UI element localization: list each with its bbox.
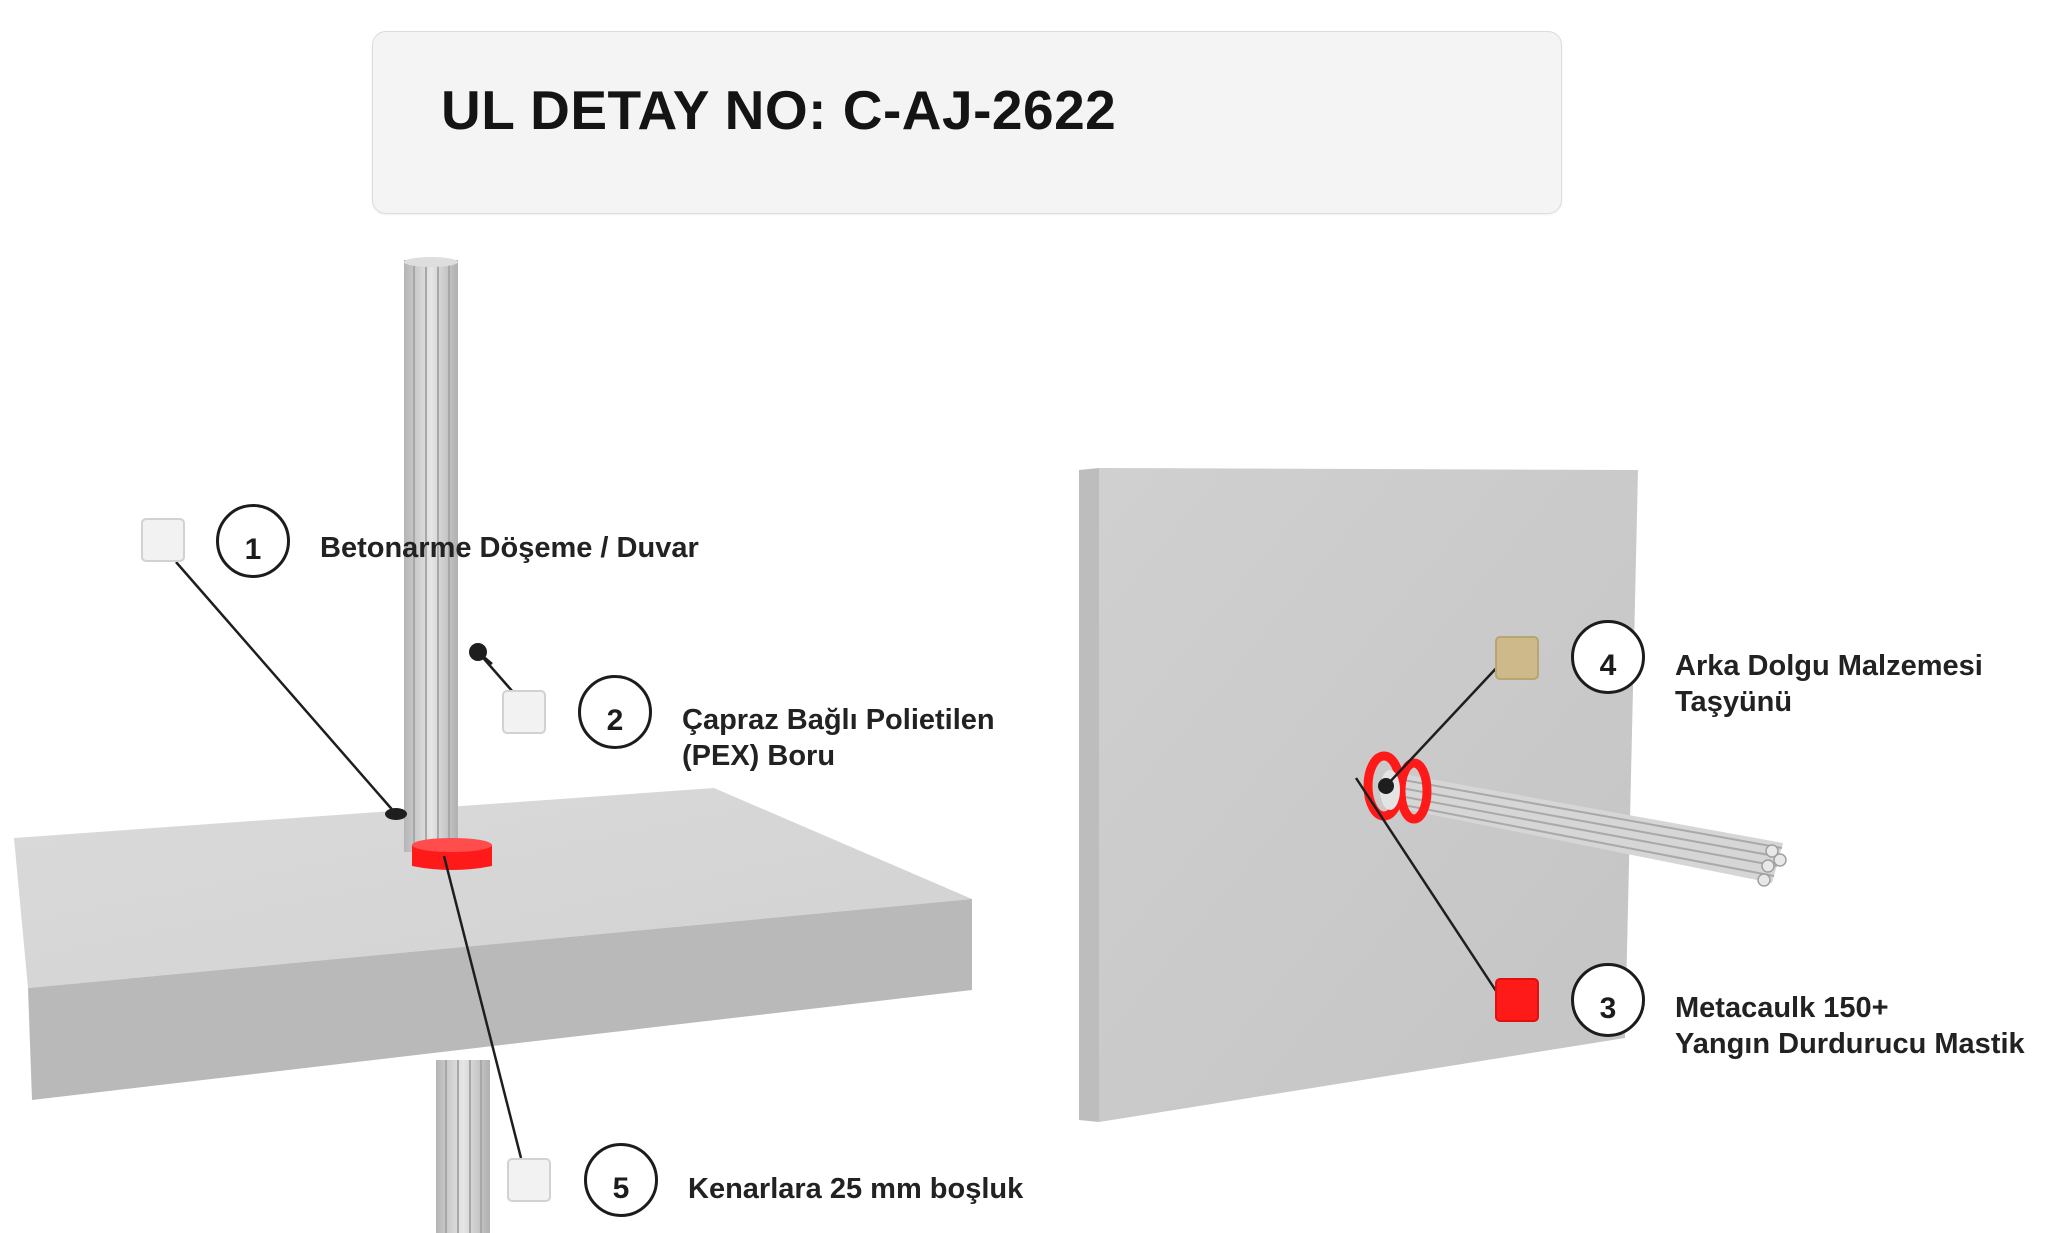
floor-slab-assembly	[14, 257, 972, 1233]
label-backing-material-line-2: Taşyünü	[1675, 686, 1793, 718]
label-pex-pipe-line-1: Çapraz Bağlı Polietilen	[682, 704, 995, 736]
swatch-mineral-wool	[1495, 636, 1539, 680]
callout-number-3: 3	[1571, 963, 1645, 1037]
pex-pipe-bundle-lower	[436, 1060, 490, 1233]
page-title: UL DETAY NO: C-AJ-2622	[441, 79, 1117, 141]
swatch-sealant	[1495, 978, 1539, 1022]
swatch-concrete	[141, 518, 185, 562]
label-firestop-sealant-line-1: Metacaulk 150+	[1675, 992, 1889, 1024]
label-firestop-sealant: Metacaulk 150+ Yangın Durdurucu Mastik	[1675, 990, 2025, 1062]
label-pex-pipe: Çapraz Bağlı Polietilen (PEX) Boru	[682, 702, 995, 774]
label-concrete-slab-wall: Betonarme Döşeme / Duvar	[320, 532, 699, 564]
callout-number-5: 5	[584, 1143, 658, 1217]
callout-number-2: 2	[578, 675, 652, 749]
title-box: UL DETAY NO: C-AJ-2622	[372, 31, 1562, 214]
swatch-pex-pipe	[502, 690, 546, 734]
callout-number-1: 1	[216, 504, 290, 578]
swatch-annular-space	[507, 1158, 551, 1202]
wall-side-face	[1079, 468, 1099, 1122]
label-backing-material-line-1: Arka Dolgu Malzemesi	[1675, 650, 1983, 682]
pex-pipe-bundle-horizontal	[1387, 772, 1787, 887]
pex-pipe-bundle-upper	[404, 257, 458, 852]
firestop-sealant-ring	[412, 845, 492, 870]
label-pex-pipe-line-2: (PEX) Boru	[682, 740, 836, 772]
leader-dots	[385, 643, 1394, 820]
slab-front-face	[28, 899, 972, 1100]
label-backing-material: Arka Dolgu Malzemesi Taşyünü	[1675, 648, 1983, 720]
slab-top-face	[14, 788, 972, 988]
label-annular-space: Kenarlara 25 mm boşluk	[688, 1173, 1024, 1205]
callout-number-4: 4	[1571, 620, 1645, 694]
label-firestop-sealant-line-2: Yangın Durdurucu Mastik	[1675, 1028, 2025, 1060]
